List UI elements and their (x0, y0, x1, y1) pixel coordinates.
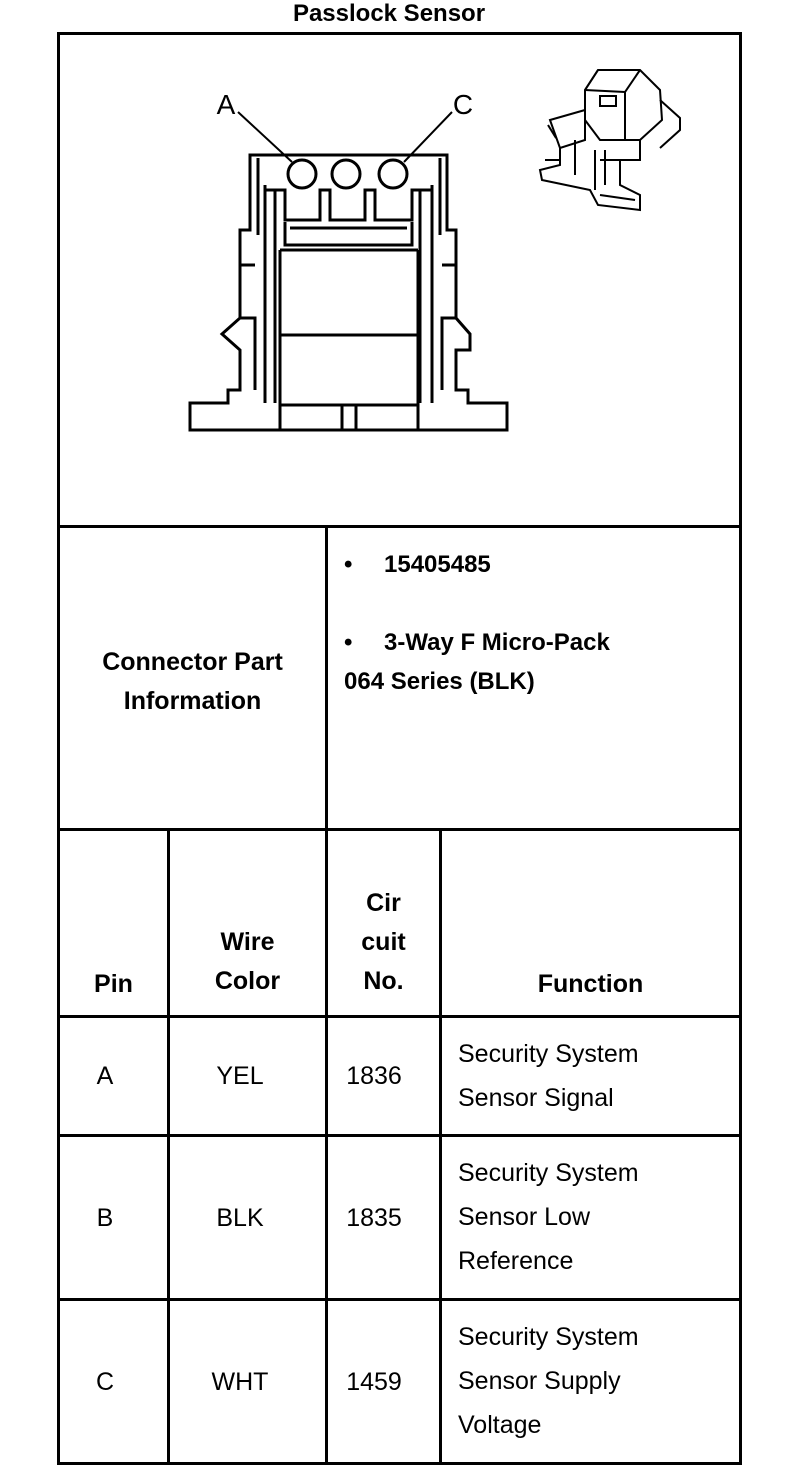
callout-a: A (217, 89, 236, 120)
table-row-b-pin: B (96, 1204, 114, 1232)
callout-c: C (453, 89, 473, 120)
pin-cavity-c (377, 158, 409, 190)
connector-isometric-view (538, 69, 681, 212)
divider (439, 828, 442, 1465)
column-header-circuit-line1: Cir (366, 889, 401, 917)
connector-info-values: • 15405485 • 3-Way F Micro-Pack 064 Seri… (344, 545, 610, 701)
function-line: Security System (458, 1159, 639, 1187)
table-row-b-circuit: 1835 (346, 1204, 402, 1232)
connector-diagram: A C (188, 69, 681, 432)
page-title: Passlock Sensor (292, 0, 486, 27)
column-header-pin-label: Pin (94, 970, 133, 998)
pin-cavity-b (330, 158, 362, 190)
table-row-c-function: Security System Sensor Supply Voltage (458, 1315, 639, 1447)
divider (57, 1462, 742, 1465)
part-number: 15405485 (384, 551, 491, 578)
divider (325, 525, 328, 1465)
table-row-a-circuit: 1836 (346, 1062, 402, 1090)
column-header-circuit-line3: No. (363, 967, 404, 995)
table-frame (57, 32, 742, 1464)
column-header-function: Function (442, 962, 739, 1006)
connector-info-label: Connector Part Information (60, 640, 325, 723)
divider (57, 828, 742, 831)
function-line: Voltage (458, 1411, 542, 1439)
table-row-c-pin: C (95, 1368, 115, 1396)
bullet: • (344, 551, 353, 578)
divider (57, 525, 742, 528)
divider (57, 1134, 742, 1137)
column-header-pin: Pin (60, 962, 167, 1006)
table-row-b-color: BLK (216, 1204, 264, 1232)
pin-cavity-a (286, 158, 318, 190)
divider (167, 828, 170, 1465)
function-line: Sensor Low (458, 1203, 591, 1231)
table-row-a-pin: A (96, 1062, 114, 1090)
function-line: Sensor Signal (458, 1084, 614, 1112)
column-header-function-label: Function (537, 970, 644, 998)
divider (57, 1298, 742, 1301)
table-row-c-circuit: 1459 (346, 1368, 402, 1396)
bullet: • (344, 629, 353, 656)
function-line: Reference (458, 1247, 574, 1275)
connector-info-label-line1: Connector Part (102, 648, 283, 676)
connector-description-line2: 064 Series (BLK) (344, 668, 535, 695)
connector-face-view (188, 153, 509, 432)
table-row-a-color: YEL (216, 1062, 264, 1090)
function-line: Security System (458, 1040, 639, 1068)
table-row-b-function: Security System Sensor Low Reference (458, 1151, 639, 1283)
connector-description-line1: 3-Way F Micro-Pack (384, 629, 610, 656)
column-header-wire-color: Wire Color (170, 923, 325, 1001)
connector-info-label-line2: Information (123, 687, 262, 715)
column-header-wire-line2: Color (214, 967, 281, 995)
table-row-c-color: WHT (211, 1368, 269, 1396)
function-line: Sensor Supply (458, 1367, 621, 1395)
divider (57, 1015, 742, 1018)
table-row-a-function: Security System Sensor Signal (458, 1032, 639, 1120)
column-header-wire-line1: Wire (220, 928, 275, 956)
column-header-circuit: Cir cuit No. (328, 884, 439, 1001)
column-header-circuit-line2: cuit (361, 928, 406, 956)
function-line: Security System (458, 1323, 639, 1351)
